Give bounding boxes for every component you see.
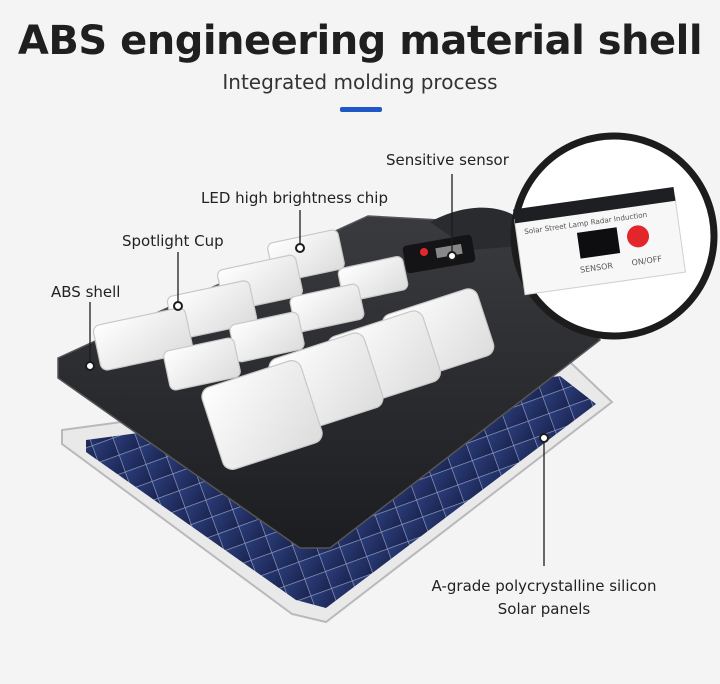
- accent-divider: [340, 107, 382, 112]
- zoom-switch-label: ON/OFF: [631, 254, 663, 267]
- led-cup-array: [92, 229, 495, 470]
- page-title: ABS engineering material shell: [17, 18, 703, 64]
- callout-solar-line2: Solar panels: [497, 600, 591, 618]
- callout-dots: [85, 243, 549, 443]
- power-switch-icon: [627, 225, 650, 248]
- callout-lines: [89, 174, 545, 566]
- callout-led-chip: LED high brightness chip: [201, 189, 388, 207]
- callout-spotlight-cup: Spotlight Cup: [122, 232, 224, 250]
- sensor-display-icon: [576, 227, 621, 259]
- page-subtitle: Integrated molding process: [222, 70, 498, 94]
- callout-abs-shell: ABS shell: [51, 283, 121, 301]
- callout-solar-line1: A-grade polycrystalline silicon: [431, 577, 657, 595]
- sensor-zoom-view: [510, 132, 718, 340]
- callout-sensitive-sensor: Sensitive sensor: [386, 151, 509, 169]
